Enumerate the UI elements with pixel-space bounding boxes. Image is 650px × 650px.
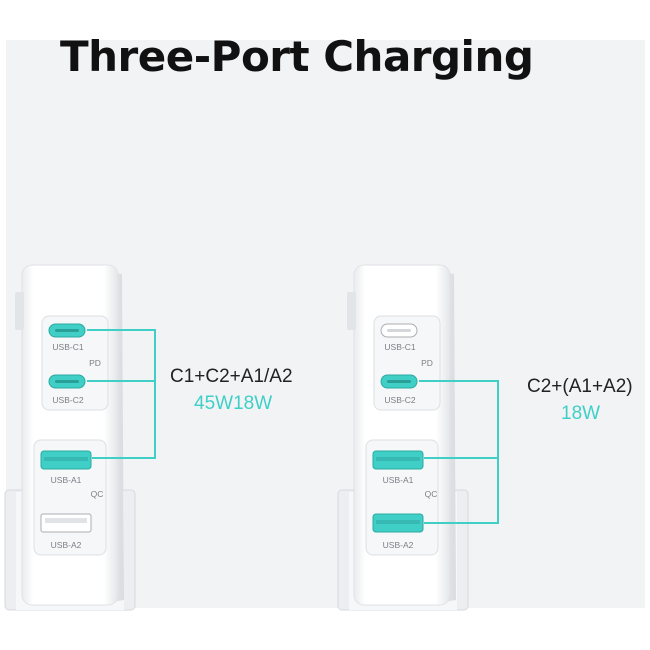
combo-label-right: C2+(A1+A2)	[527, 376, 633, 397]
port-label-qc: QC	[425, 489, 438, 499]
usb-a1-port-tongue	[44, 457, 88, 461]
port-label-pd: PD	[421, 358, 433, 368]
charger-clip	[347, 292, 356, 330]
charger-clip	[15, 292, 24, 330]
charger-left: USB-C1 USB-C2 PD USB-A1 USB-A2 QC	[4, 264, 156, 611]
usb-c1-port-slot	[387, 329, 411, 332]
port-label-qc: QC	[91, 489, 104, 499]
port-label-pd: PD	[89, 358, 101, 368]
usb-a2-port-tongue	[45, 518, 87, 523]
port-label-usb-c2: USB-C2	[384, 395, 415, 405]
charger-right: USB-C1 USB-C2 PD USB-A1 USB-A2 QC	[337, 264, 499, 611]
usb-c2-port-slot	[55, 380, 79, 383]
port-label-usb-a1: USB-A1	[383, 475, 414, 485]
port-label-usb-c1: USB-C1	[52, 342, 83, 352]
connector-lines-right	[419, 380, 499, 524]
connector-lines-left	[87, 329, 156, 459]
port-label-usb-a1: USB-A1	[51, 475, 82, 485]
watts-label-right: 18W	[561, 403, 601, 424]
watts-label-left: 45W18W	[194, 393, 273, 414]
usb-c1-port-slot	[55, 329, 79, 332]
usb-a1-port-tongue	[376, 457, 420, 461]
usb-c2-port-slot	[387, 380, 411, 383]
page-title: Three-Port Charging	[60, 32, 534, 81]
usb-a2-port-tongue	[376, 520, 420, 524]
port-label-usb-c1: USB-C1	[384, 342, 415, 352]
port-label-usb-a2: USB-A2	[51, 540, 82, 550]
port-label-usb-c2: USB-C2	[52, 395, 83, 405]
combo-label-left: C1+C2+A1/A2	[170, 366, 293, 387]
port-label-usb-a2: USB-A2	[383, 540, 414, 550]
